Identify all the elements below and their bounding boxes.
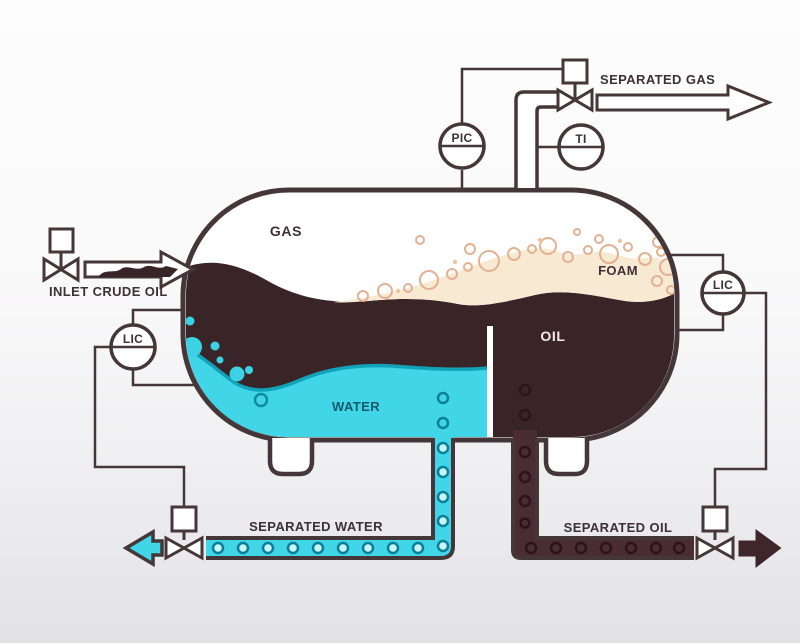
gas-valve — [556, 58, 594, 113]
separated-oil-line: SEPARATED OIL — [511, 430, 782, 569]
inlet-oil-stream — [99, 265, 178, 277]
gas-pipe-walls — [514, 90, 558, 191]
ti-tag: TI — [575, 132, 586, 146]
separated-gas-label: SEPARATED GAS — [600, 72, 715, 87]
separated-oil-label: SEPARATED OIL — [564, 520, 673, 535]
gas-outlet-pipe — [514, 90, 558, 191]
left-leg — [267, 438, 315, 477]
oil-valve-actuator — [701, 505, 729, 533]
water-valve-body-icon — [164, 535, 204, 561]
lic-right-bottom-tap — [663, 313, 725, 332]
gas-valve-actuator — [561, 58, 589, 85]
inlet-flow: INLET CRUDE OIL — [49, 249, 197, 299]
water-oil-interface — [186, 346, 490, 392]
ti-instrument: TI — [557, 123, 605, 171]
pic-output-line — [460, 67, 564, 124]
lic-right-tag: LIC — [713, 278, 733, 292]
gas-zone-label: GAS — [270, 223, 302, 239]
lic-right-instrument: LIC — [700, 270, 746, 316]
foam-zone-label: FOAM — [598, 263, 638, 278]
water-valve — [164, 505, 204, 561]
oil-outlet-arrow-icon — [738, 529, 782, 569]
lic-left-tag: LIC — [123, 332, 143, 346]
water-pipe-walls — [206, 438, 455, 560]
separator-vessel: GAS FOAM OIL WATER — [180, 187, 680, 443]
oil-zone-label: OIL — [540, 328, 565, 344]
water-outlet-arrow-icon — [122, 528, 164, 568]
lic-right-output-line — [713, 291, 768, 509]
gas-outlet-arrow-icon — [595, 83, 774, 122]
vessel-legs — [267, 438, 590, 477]
lic-left-instrument: LIC — [109, 323, 157, 371]
weir-plate — [487, 326, 493, 437]
oil-drain-bubbles-in-vessel — [518, 383, 532, 422]
pic-tag: PIC — [452, 131, 473, 145]
water-zone-label: WATER — [332, 399, 380, 414]
water-valve-actuator — [170, 505, 198, 533]
water-drain-bubbles-in-vessel — [436, 391, 450, 430]
separated-water-label: SEPARATED WATER — [249, 519, 383, 534]
oil-pipe-walls — [511, 438, 694, 560]
inlet-valve — [42, 227, 80, 283]
inlet-valve-actuator — [48, 227, 75, 254]
instruments: PIC TI LIC LIC — [109, 122, 746, 371]
foam-bubbles — [357, 228, 674, 302]
lic-right-top-tap — [660, 253, 725, 273]
bubble-in-water — [253, 392, 269, 408]
valves — [42, 58, 735, 561]
water-pipe-bubbles — [211, 441, 450, 555]
gas-valve-body-icon — [556, 87, 594, 113]
right-leg — [543, 438, 590, 477]
inlet-crude-oil-label: INLET CRUDE OIL — [49, 284, 168, 299]
oil-valve-body-icon — [695, 535, 735, 561]
vessel-contents — [186, 228, 674, 437]
oil-valve — [695, 505, 735, 561]
foam-layer — [333, 248, 674, 306]
lic-left-output-line — [93, 345, 186, 509]
pic-instrument: PIC — [438, 122, 486, 170]
inlet-valve-body-icon — [42, 256, 80, 283]
oil-pipe-bubbles — [518, 445, 686, 555]
water-pipe-body — [206, 430, 453, 558]
separated-gas-flow: SEPARATED GAS — [595, 72, 774, 122]
vessel-outline — [180, 187, 680, 443]
lic-left-bottom-tap — [131, 368, 210, 387]
separated-water-line: SEPARATED WATER — [122, 430, 455, 568]
water-layer — [186, 348, 489, 437]
